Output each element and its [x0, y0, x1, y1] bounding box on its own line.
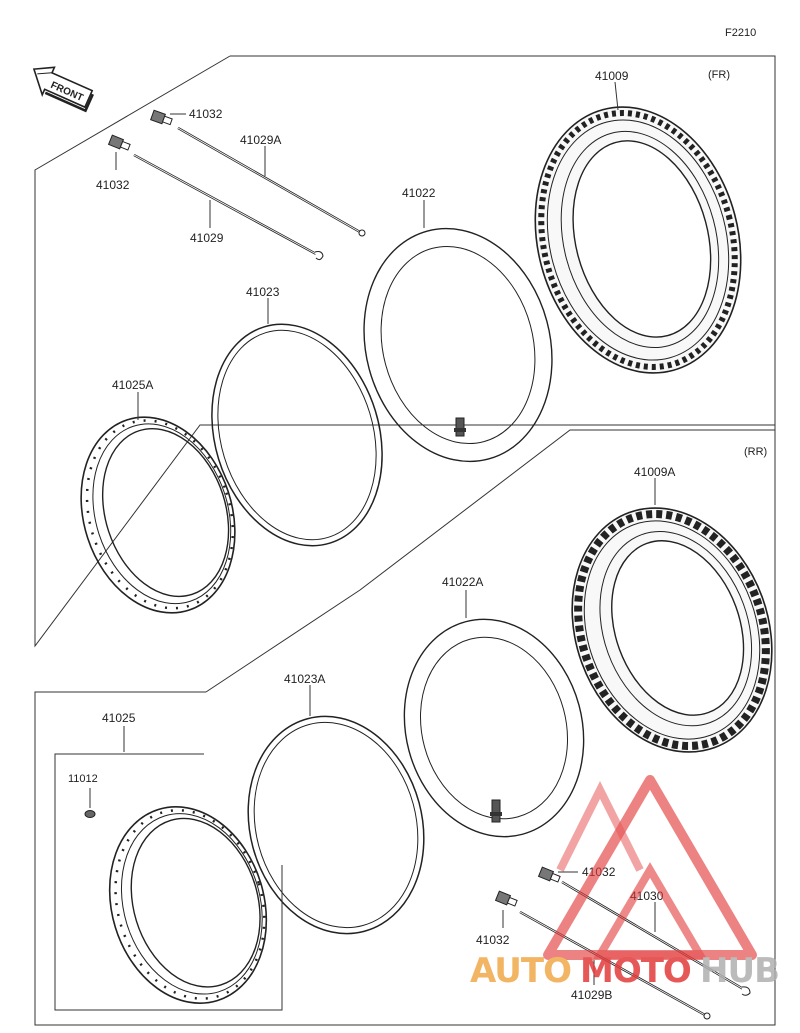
label-41009A: 41009A — [634, 465, 675, 479]
rim-lock-icon — [84, 810, 96, 818]
label-41032-fr-left: 41032 — [96, 178, 130, 192]
rear-tube-41022A — [403, 618, 585, 838]
rear-rim-box — [54, 753, 283, 1011]
front-tube-valve-icon — [454, 417, 466, 437]
label-41022A: 41022A — [442, 575, 483, 589]
front-tire-41009 — [534, 106, 742, 374]
watermark-moto: MOTO — [580, 951, 691, 991]
front-nipple-top-icon — [150, 109, 173, 126]
label-41023A: 41023A — [284, 672, 325, 686]
rear-nipple-left-icon — [494, 890, 518, 907]
front-rimband-41023 — [211, 323, 383, 547]
rear-spoke-41029B — [519, 910, 711, 1020]
rear-tire-41009A — [571, 507, 773, 753]
label-41022: 41022 — [402, 186, 436, 200]
label-41032-rr-left: 41032 — [476, 933, 510, 947]
label-41029: 41029 — [190, 231, 224, 245]
rear-section-tag: (RR) — [744, 446, 767, 458]
front-arrow-icon: FRONT — [32, 66, 94, 113]
rear-panel-border — [34, 425, 776, 1026]
rear-rim-41025 — [108, 806, 268, 1004]
rear-rimband-41023A — [247, 715, 425, 935]
front-spoke-41029 — [133, 153, 324, 261]
rear-panel-top — [205, 429, 775, 693]
label-41023: 41023 — [246, 285, 280, 299]
label-41029B: 41029B — [571, 988, 612, 1002]
front-spoke-41029A — [177, 126, 366, 237]
front-rim-41025A — [80, 416, 236, 614]
front-nipple-left-icon — [107, 134, 131, 151]
label-41032-fr-top: 41032 — [189, 107, 223, 121]
front-panel-border — [34, 55, 776, 648]
rear-spoke-41030 — [561, 880, 751, 996]
watermark-logo: AUTO MOTO HUB — [470, 775, 780, 991]
front-section-tag: (FR) — [708, 69, 730, 81]
watermark-triangle-icon — [543, 775, 757, 960]
rear-nipple-right-icon — [537, 866, 561, 883]
front-tube-41022 — [363, 227, 553, 463]
rear-tube-valve-icon — [490, 799, 502, 823]
label-41025: 41025 — [102, 711, 136, 725]
label-41009: 41009 — [595, 69, 629, 83]
label-41029A: 41029A — [240, 133, 281, 147]
leader-41009 — [614, 81, 619, 111]
watermark-auto: AUTO — [470, 951, 571, 991]
diagram-code: F2210 — [725, 27, 756, 39]
label-41025A: 41025A — [112, 378, 153, 392]
label-11012: 11012 — [68, 773, 98, 785]
watermark-hub: HUB — [700, 951, 779, 991]
